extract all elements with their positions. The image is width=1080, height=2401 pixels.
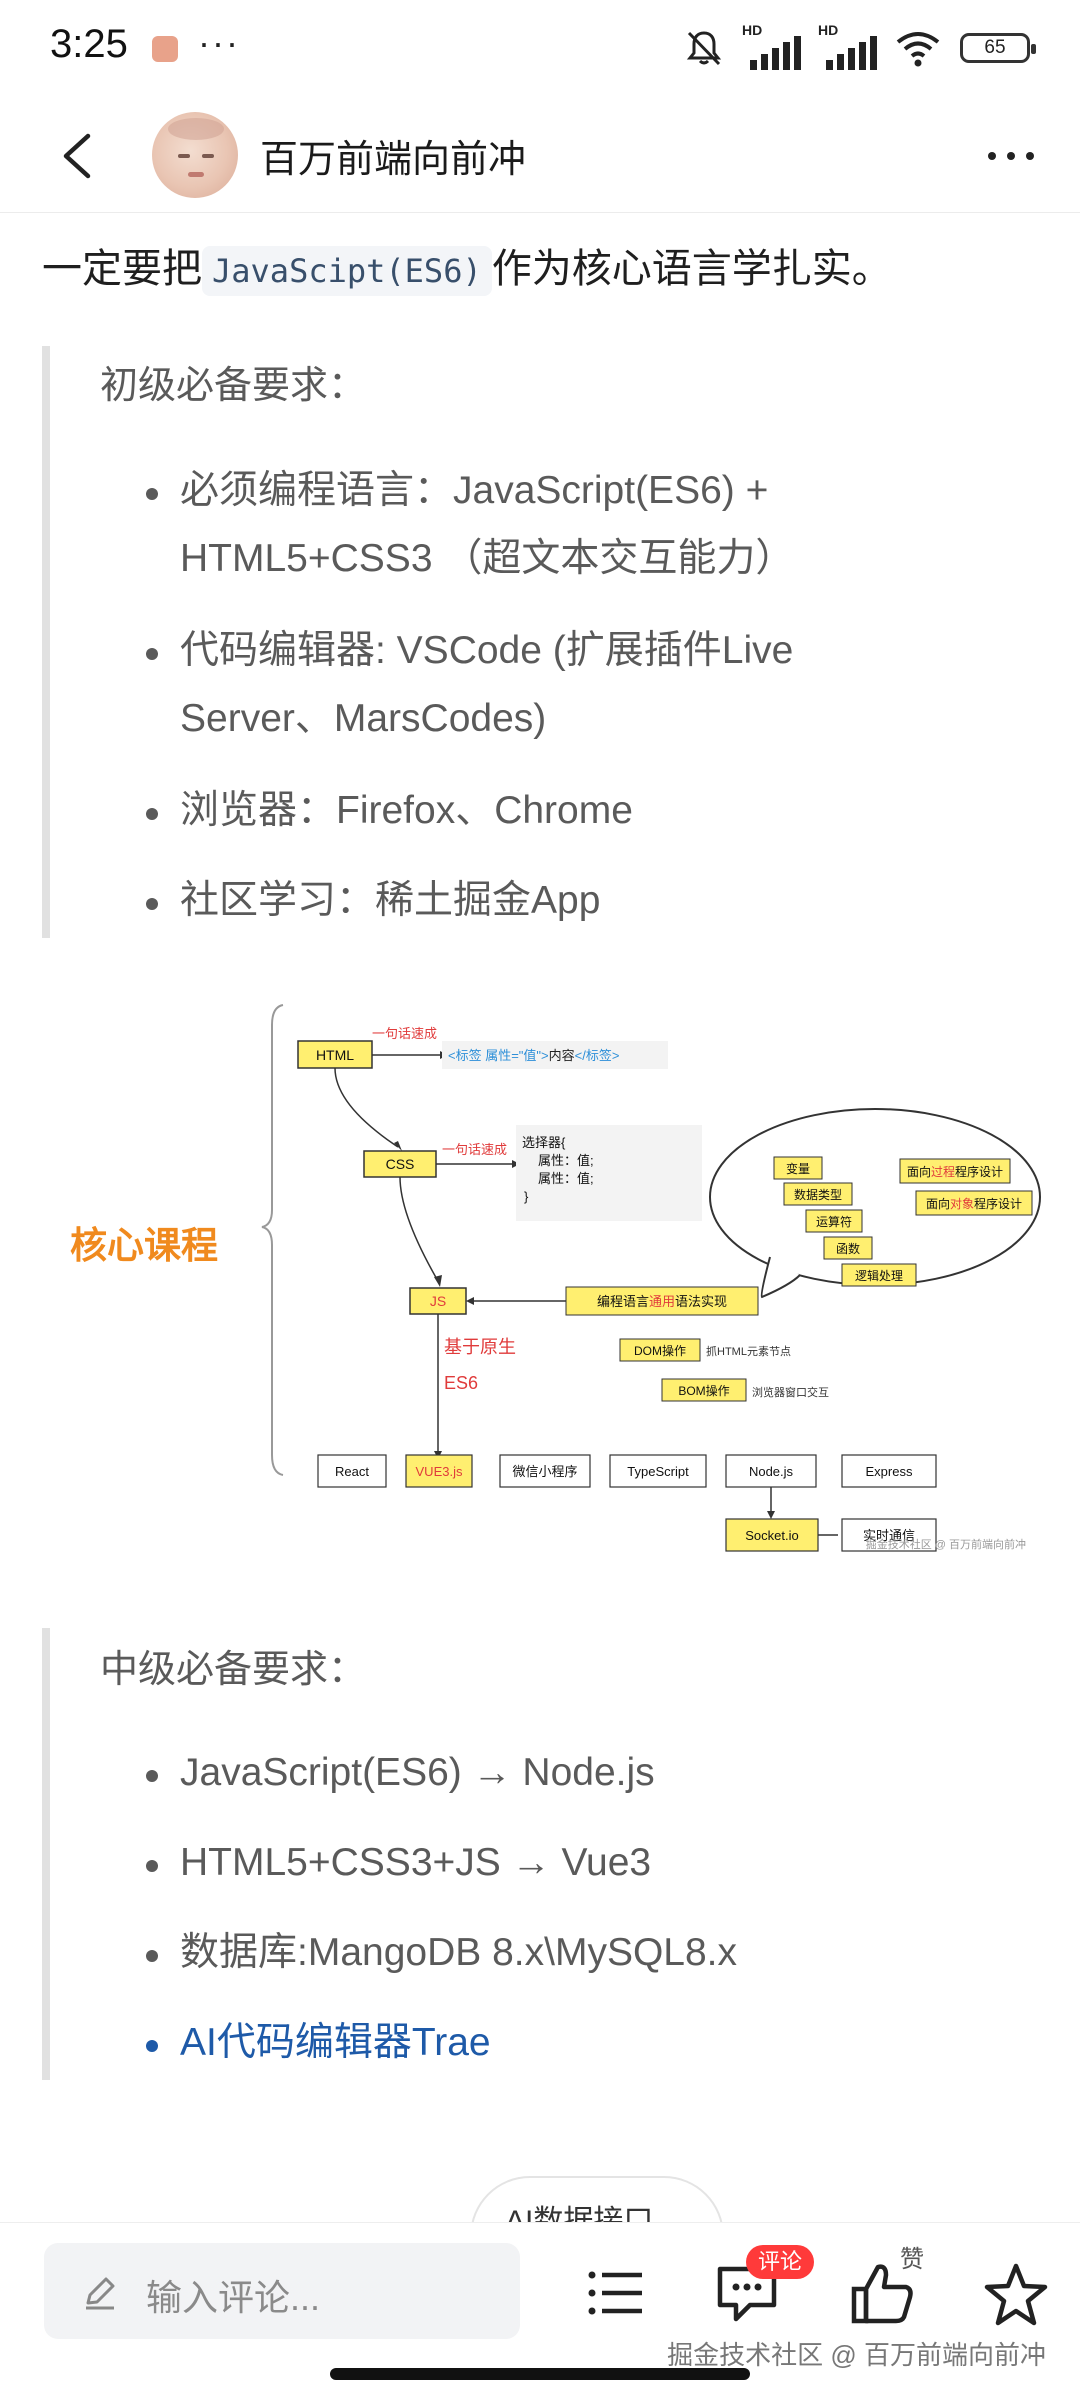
thumbs-up-icon[interactable] xyxy=(848,2259,918,2329)
list-item: JavaScript(ES6) → Node.js xyxy=(180,1751,655,1794)
svg-text:抓HTML元素节点: 抓HTML元素节点 xyxy=(706,1344,791,1358)
footer-watermark: 掘金技术社区 @ 百万前端向前冲 xyxy=(667,2340,1046,2370)
pencil-icon xyxy=(86,2277,115,2310)
comment-placeholder: 输入评论... xyxy=(146,2277,321,2318)
section-title-beginner: 初级必备要求： xyxy=(100,365,367,407)
figure-title: 核心课程 xyxy=(70,1225,218,1266)
figure-watermark: 掘金技术社区 @ 百万前端向前冲 xyxy=(866,1537,1026,1551)
svg-text:}: } xyxy=(524,1189,529,1204)
wifi-icon xyxy=(896,32,940,67)
svg-text:浏览器窗口交互: 浏览器窗口交互 xyxy=(752,1385,829,1399)
svg-text:运算符: 运算符 xyxy=(816,1214,852,1229)
svg-text:<标签 属性="值">内容</标签>: <标签 属性="值">内容</标签> xyxy=(448,1048,619,1063)
app-notification-icon xyxy=(152,36,178,62)
list-item: 浏览器：Firefox、Chrome xyxy=(180,789,633,832)
svg-text:BOM操作: BOM操作 xyxy=(678,1383,729,1398)
svg-text:Express: Express xyxy=(866,1464,913,1479)
link-trae[interactable]: AI代码编辑器Trae xyxy=(180,2021,491,2064)
svg-text:属性：值;: 属性：值; xyxy=(538,1153,594,1168)
svg-text:Node.js: Node.js xyxy=(749,1464,794,1479)
author-name[interactable]: 百万前端向前冲 xyxy=(260,139,527,181)
section-title-intermediate: 中级必备要求： xyxy=(100,1649,367,1691)
comment-count-badge: 评论 xyxy=(746,2245,815,2279)
battery-icon: 65 xyxy=(960,33,1036,63)
svg-text:一句话速成: 一句话速成 xyxy=(442,1142,507,1157)
svg-text:选择器{: 选择器{ xyxy=(522,1135,566,1150)
author-avatar[interactable] xyxy=(152,112,238,198)
blockquote-intermediate: 中级必备要求： JavaScript(ES6) → Node.js HTML5+… xyxy=(42,1628,1042,2080)
svg-text:TypeScript: TypeScript xyxy=(627,1464,689,1479)
svg-text:基于原生: 基于原生 xyxy=(444,1337,516,1357)
comment-input[interactable]: 输入评论... xyxy=(44,2243,520,2339)
list-item-continued: Server、MarsCodes) xyxy=(180,697,547,740)
course-mindmap: HTML 一句话速成 <标签 属性="值">内容</标签> CSS 一句话速成 … xyxy=(261,1004,1041,1552)
catalog-list-icon[interactable] xyxy=(586,2263,646,2323)
node-js: JS xyxy=(430,1293,446,1309)
svg-text:逻辑处理: 逻辑处理 xyxy=(855,1269,903,1283)
star-favorite-icon[interactable] xyxy=(982,2261,1050,2329)
mute-icon xyxy=(686,31,722,66)
more-options-icon[interactable] xyxy=(988,152,1034,160)
svg-text:Socket.io: Socket.io xyxy=(745,1528,798,1543)
list-item: 数据库:MangoDB 8.x\MySQL8.x xyxy=(180,1931,738,1974)
status-bar: 3:25 ··· HD HD 65 xyxy=(0,0,1080,100)
list-item: 必须编程语言：JavaScript(ES6) + xyxy=(180,469,769,512)
node-css: CSS xyxy=(386,1156,415,1172)
svg-text:函数: 函数 xyxy=(836,1241,860,1256)
inline-code: JavaScipt(ES6) xyxy=(202,246,492,296)
svg-text:微信小程序: 微信小程序 xyxy=(512,1464,577,1479)
core-course-figure: 核心课程 HTML 一句话速成 <标签 属性="值">内容</标签> CSS 一… xyxy=(0,985,1080,1565)
svg-text:ES6: ES6 xyxy=(444,1373,478,1393)
svg-text:实时通信: 实时通信 xyxy=(863,1528,915,1543)
list-item: HTML5+CSS3+JS → Vue3 xyxy=(180,1841,652,1884)
svg-text:面向过程程序设计: 面向过程程序设计 xyxy=(907,1164,1003,1179)
list-item: 代码编辑器: VSCode (扩展插件Live xyxy=(180,629,794,672)
svg-text:属性：值;: 属性：值; xyxy=(538,1171,594,1186)
more-notifications-icon: ··· xyxy=(198,22,240,63)
svg-text:一句话速成: 一句话速成 xyxy=(372,1026,437,1041)
svg-text:面向对象程序设计: 面向对象程序设计 xyxy=(926,1196,1022,1211)
node-html: HTML xyxy=(316,1047,354,1063)
signal-icon-1: HD xyxy=(742,22,801,70)
article-header: 百万前端向前冲 xyxy=(0,100,1080,213)
svg-text:VUE3.js: VUE3.js xyxy=(416,1464,463,1479)
list-item: 社区学习：稀土掘金App xyxy=(180,879,601,922)
svg-text:编程语言通用语法实现: 编程语言通用语法实现 xyxy=(597,1294,727,1309)
like-label: 赞 xyxy=(900,2246,924,2273)
svg-text:变量: 变量 xyxy=(786,1161,810,1176)
list-item-continued: HTML5+CSS3 （超文本交互能力） xyxy=(180,537,795,580)
svg-text:数据类型: 数据类型 xyxy=(794,1187,842,1202)
back-arrow-icon[interactable] xyxy=(52,128,108,184)
blockquote-beginner: 初级必备要求： 必须编程语言：JavaScript(ES6) + HTML5+C… xyxy=(42,346,1042,938)
status-time: 3:25 xyxy=(50,22,128,66)
svg-text:React: React xyxy=(335,1464,369,1479)
svg-text:DOM操作: DOM操作 xyxy=(634,1343,686,1358)
signal-icon-2: HD xyxy=(818,22,877,70)
home-indicator[interactable] xyxy=(330,2368,750,2380)
